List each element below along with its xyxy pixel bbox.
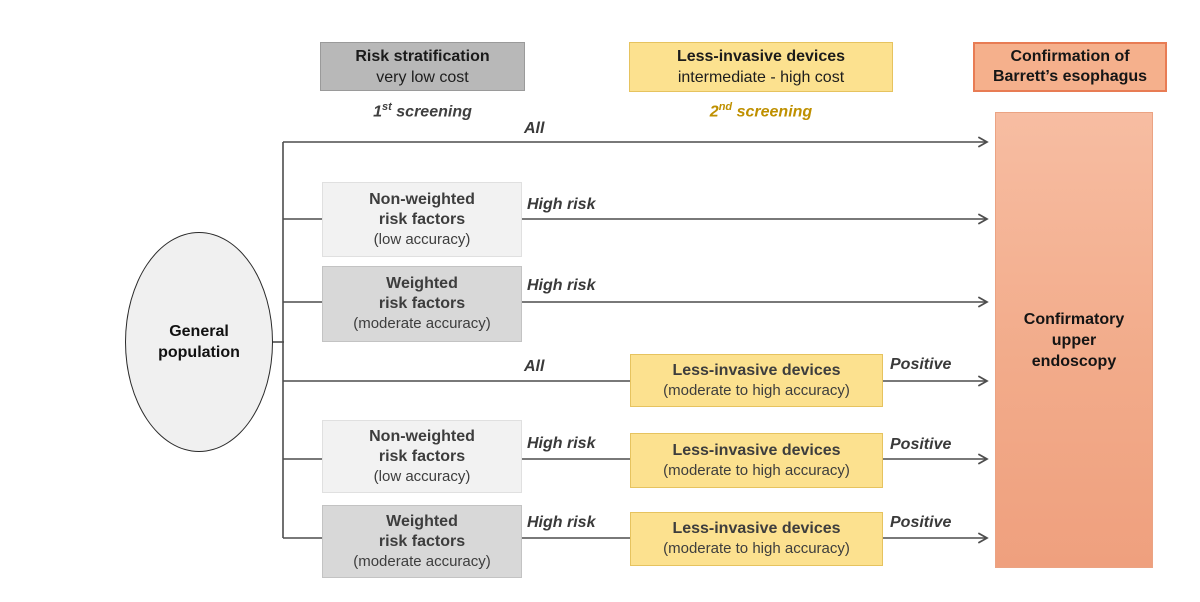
weighted-box-row3: Weighted risk factors (moderate accuracy… bbox=[322, 266, 522, 342]
high-risk-label-row2: High risk bbox=[527, 196, 596, 213]
box-line3: (moderate accuracy) bbox=[353, 315, 491, 332]
second-screening-sup: nd bbox=[718, 101, 733, 113]
box-line3: (low accuracy) bbox=[373, 230, 471, 248]
box-line1: Non-weighted bbox=[369, 190, 475, 208]
header-confirmation-line1: Confirmation of bbox=[1010, 48, 1130, 65]
box-line2: risk factors bbox=[378, 210, 466, 228]
header-devices-subtitle: intermediate - high cost bbox=[677, 69, 845, 86]
box-line2: (moderate to high accuracy) bbox=[663, 461, 850, 479]
box-line2: risk factors bbox=[378, 532, 466, 550]
box-line1: Less-invasive devices bbox=[672, 441, 841, 459]
box-line1: Less-invasive devices bbox=[672, 361, 841, 379]
box-line3: (low accuracy) bbox=[373, 467, 471, 485]
box-line2: (moderate to high accuracy) bbox=[663, 540, 850, 557]
less-invasive-box-row6: Less-invasive devices (moderate to high … bbox=[630, 512, 883, 566]
second-screening-label: 2nd screening bbox=[629, 98, 893, 121]
confirmatory-endoscopy-label: Confirmatory upper endoscopy bbox=[1023, 310, 1125, 370]
all-label-row4: All bbox=[524, 358, 545, 375]
first-screening-text: screening bbox=[391, 103, 472, 121]
non-weighted-box-row5: Non-weighted risk factors (low accuracy) bbox=[322, 420, 522, 493]
box-line3: (moderate accuracy) bbox=[353, 552, 491, 570]
box-line2: risk factors bbox=[378, 447, 466, 465]
less-invasive-box-row4: Less-invasive devices (moderate to high … bbox=[630, 354, 883, 407]
general-population-label: General population bbox=[158, 323, 240, 361]
positive-label-row5: Positive bbox=[890, 436, 952, 453]
confirmatory-endoscopy-box: Confirmatory upper endoscopy bbox=[995, 112, 1153, 568]
high-risk-label-row3: High risk bbox=[527, 277, 596, 294]
weighted-box-row6: Weighted risk factors (moderate accuracy… bbox=[322, 505, 522, 578]
positive-label-row4: Positive bbox=[890, 356, 952, 373]
first-screening-num: 1 bbox=[373, 103, 383, 121]
high-risk-label-row5: High risk bbox=[527, 435, 596, 452]
header-less-invasive-devices: Less-invasive devices intermediate - hig… bbox=[629, 42, 893, 92]
second-screening-num: 2 bbox=[709, 103, 719, 121]
box-line1: Weighted bbox=[386, 275, 458, 292]
box-line2: risk factors bbox=[378, 295, 466, 312]
general-population-ellipse: General population bbox=[125, 232, 273, 452]
positive-label-row6: Positive bbox=[890, 514, 952, 531]
header-devices-title: Less-invasive devices bbox=[676, 48, 846, 65]
high-risk-label-row6: High risk bbox=[527, 514, 596, 531]
header-confirmation-barretts: Confirmation of Barrett’s esophagus bbox=[973, 42, 1167, 92]
second-screening-text: screening bbox=[732, 103, 813, 121]
box-line1: Weighted bbox=[386, 512, 458, 530]
header-risk-stratification: Risk stratification very low cost bbox=[320, 42, 525, 91]
header-risk-title: Risk stratification bbox=[355, 47, 490, 65]
box-line2: (moderate to high accuracy) bbox=[663, 381, 850, 399]
header-confirmation-line2: Barrett’s esophagus bbox=[992, 68, 1148, 85]
all-label-row1: All bbox=[524, 120, 545, 137]
box-line1: Less-invasive devices bbox=[672, 520, 841, 537]
box-line1: Non-weighted bbox=[369, 427, 475, 445]
first-screening-label: 1st screening bbox=[320, 98, 525, 121]
first-screening-sup: st bbox=[382, 101, 392, 113]
header-risk-subtitle: very low cost bbox=[376, 68, 469, 86]
less-invasive-box-row5: Less-invasive devices (moderate to high … bbox=[630, 433, 883, 488]
non-weighted-box-row2: Non-weighted risk factors (low accuracy) bbox=[322, 182, 522, 257]
